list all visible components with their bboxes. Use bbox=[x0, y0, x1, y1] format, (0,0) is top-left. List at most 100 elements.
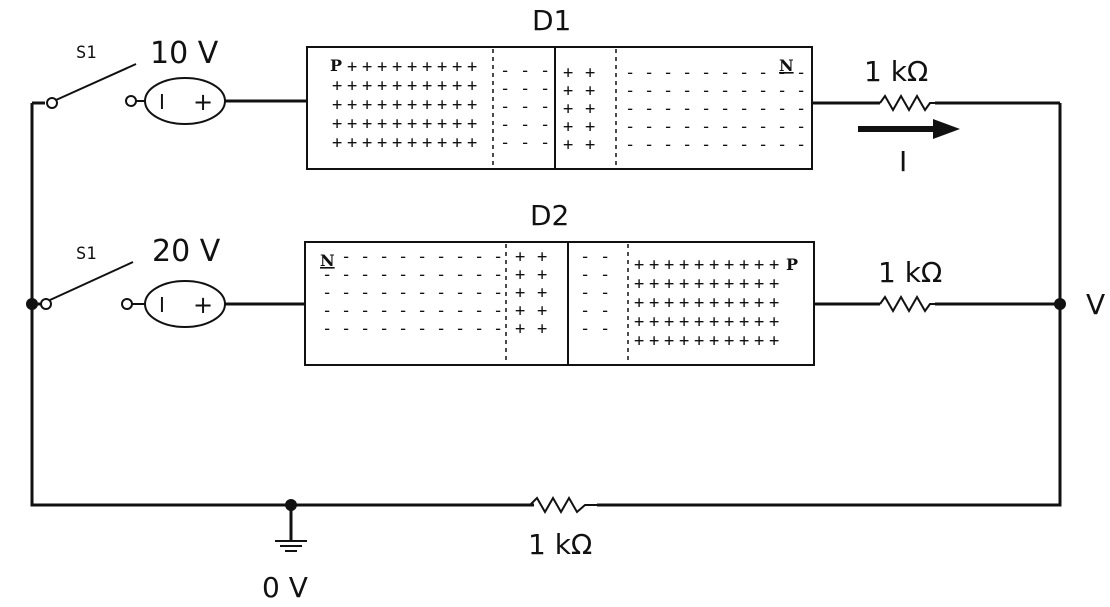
charge-plus: + bbox=[724, 274, 734, 294]
diode-d1-p-label: P bbox=[330, 56, 342, 75]
charge-minus: - bbox=[417, 301, 427, 321]
charge-plus: + bbox=[537, 247, 547, 267]
charge-plus: + bbox=[769, 312, 779, 332]
charge-plus: + bbox=[563, 63, 573, 83]
charge-plus: + bbox=[377, 57, 387, 77]
charge-plus: + bbox=[709, 331, 719, 351]
charge-plus: + bbox=[754, 331, 764, 351]
charge-plus: + bbox=[709, 293, 719, 313]
charge-plus: + bbox=[634, 274, 644, 294]
charge-minus: - bbox=[777, 135, 787, 155]
charge-plus: + bbox=[392, 95, 402, 115]
charge-plus: + bbox=[422, 114, 432, 134]
charge-minus: - bbox=[644, 117, 654, 137]
charge-plus: + bbox=[437, 114, 447, 134]
charge-minus: - bbox=[379, 301, 389, 321]
charge-plus: + bbox=[515, 301, 525, 321]
charge-plus: + bbox=[585, 99, 595, 119]
charge-plus: + bbox=[709, 312, 719, 332]
charge-plus: + bbox=[769, 274, 779, 294]
charge-plus: + bbox=[422, 76, 432, 96]
junction-left bbox=[26, 298, 38, 310]
ground-icon bbox=[275, 505, 307, 552]
diode-d2-label: D2 bbox=[530, 199, 569, 232]
charge-plus: + bbox=[649, 293, 659, 313]
charge-plus: + bbox=[709, 255, 719, 275]
charge-plus: + bbox=[634, 312, 644, 332]
charge-minus: - bbox=[360, 265, 370, 285]
charge-minus: - bbox=[436, 265, 446, 285]
charge-plus: + bbox=[739, 331, 749, 351]
charge-plus: + bbox=[664, 331, 674, 351]
charge-plus: + bbox=[437, 95, 447, 115]
diode-d2: ----------------------------------------… bbox=[304, 241, 815, 366]
charge-minus: - bbox=[682, 81, 692, 101]
charge-minus: - bbox=[644, 63, 654, 83]
resistor-top bbox=[879, 93, 935, 113]
charge-minus: - bbox=[474, 301, 484, 321]
charge-plus: + bbox=[664, 312, 674, 332]
charge-plus: + bbox=[537, 301, 547, 321]
charge-plus: + bbox=[422, 95, 432, 115]
charge-plus: + bbox=[739, 255, 749, 275]
charge-minus: - bbox=[455, 301, 465, 321]
charge-plus: + bbox=[515, 319, 525, 339]
charge-minus: - bbox=[625, 135, 635, 155]
switch-top bbox=[46, 63, 145, 109]
charge-minus: - bbox=[644, 81, 654, 101]
charge-plus: + bbox=[649, 255, 659, 275]
charge-minus: - bbox=[758, 63, 768, 83]
switch-bottom-label: S1 bbox=[76, 244, 96, 264]
charge-minus: - bbox=[758, 81, 768, 101]
charge-plus: + bbox=[407, 114, 417, 134]
charge-plus: + bbox=[769, 331, 779, 351]
charge-plus: + bbox=[452, 76, 462, 96]
resistor-bottom-label: 1 kΩ bbox=[528, 528, 592, 561]
charge-plus: + bbox=[724, 331, 734, 351]
current-arrow-icon bbox=[858, 119, 960, 139]
charge-minus: - bbox=[663, 81, 673, 101]
charge-minus: - bbox=[644, 135, 654, 155]
charge-minus: - bbox=[682, 117, 692, 137]
charge-plus: + bbox=[452, 57, 462, 77]
charge-minus: - bbox=[600, 265, 610, 285]
charge-plus: + bbox=[585, 63, 595, 83]
charge-plus: + bbox=[467, 95, 477, 115]
charge-plus: + bbox=[347, 114, 357, 134]
charge-plus: + bbox=[407, 76, 417, 96]
charge-plus: + bbox=[739, 312, 749, 332]
charge-minus: - bbox=[417, 247, 427, 267]
source-bottom-label: 20 V bbox=[152, 234, 221, 269]
charge-minus: - bbox=[701, 117, 711, 137]
charge-plus: + bbox=[694, 274, 704, 294]
source-top-minus: I bbox=[159, 90, 165, 114]
diode-d1-n-label: N bbox=[779, 56, 794, 75]
charge-minus: - bbox=[682, 99, 692, 119]
charge-plus: + bbox=[739, 293, 749, 313]
charge-minus: - bbox=[398, 247, 408, 267]
charge-plus: + bbox=[467, 76, 477, 96]
charge-minus: - bbox=[701, 63, 711, 83]
charge-minus: - bbox=[500, 79, 510, 99]
charge-minus: - bbox=[341, 319, 351, 339]
charge-minus: - bbox=[360, 247, 370, 267]
voltage-source-bottom bbox=[144, 280, 226, 328]
charge-minus: - bbox=[341, 247, 351, 267]
charge-minus: - bbox=[600, 319, 610, 339]
charge-minus: - bbox=[796, 135, 806, 155]
charge-minus: - bbox=[644, 99, 654, 119]
charge-minus: - bbox=[493, 301, 503, 321]
charge-plus: + bbox=[515, 283, 525, 303]
charge-plus: + bbox=[392, 114, 402, 134]
charge-minus: - bbox=[379, 265, 389, 285]
charge-minus: - bbox=[720, 99, 730, 119]
charge-minus: - bbox=[796, 81, 806, 101]
charge-minus: - bbox=[474, 319, 484, 339]
switch-bottom bbox=[40, 261, 146, 310]
charge-plus: + bbox=[362, 76, 372, 96]
diode-d2-n-label: N bbox=[320, 251, 335, 270]
charge-minus: - bbox=[720, 117, 730, 137]
charge-plus: + bbox=[537, 265, 547, 285]
charge-minus: - bbox=[663, 63, 673, 83]
